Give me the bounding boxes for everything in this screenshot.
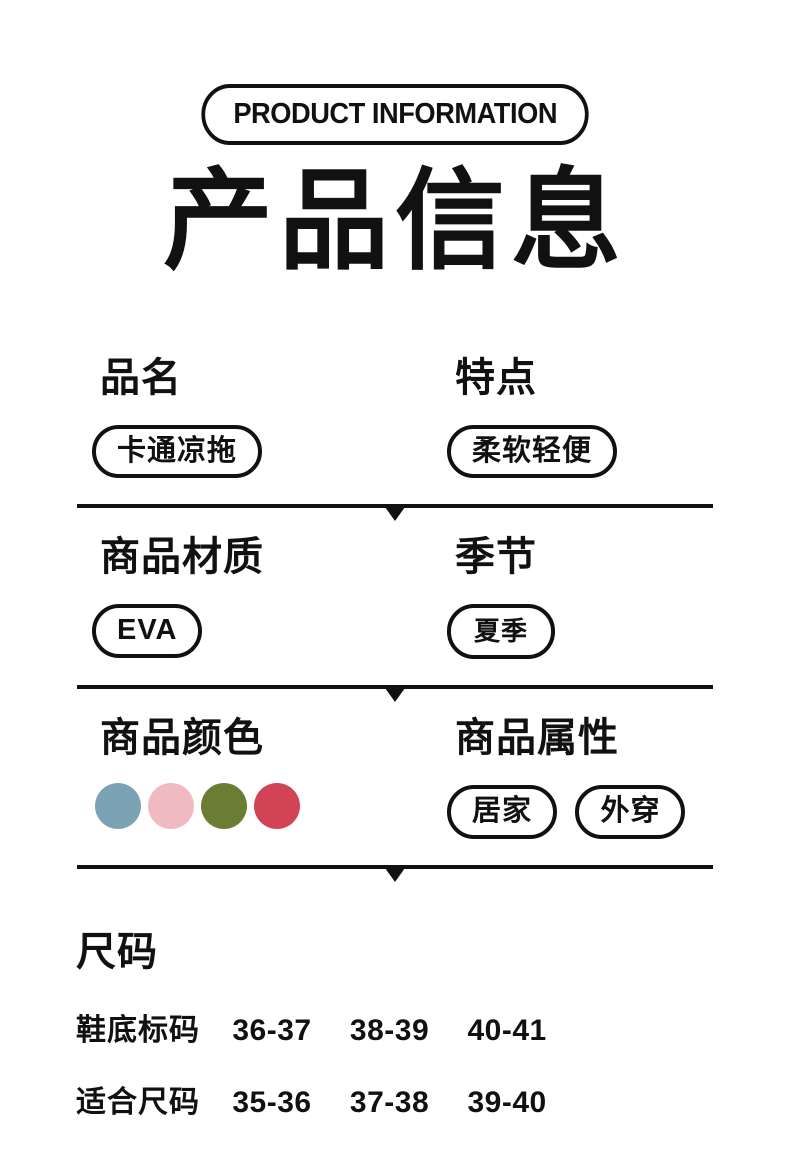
section-row-1: 品名 卡通凉拖 特点 柔软轻便	[0, 358, 790, 479]
size-value: 38-39	[349, 1013, 430, 1047]
attributes-heading: 商品属性	[455, 715, 619, 760]
section-row-2: 商品材质 EVA 季节 夏季	[0, 537, 790, 659]
size-section: 尺码 鞋底标码 36-37 38-39 40-41 适合尺码 35-36 37-…	[0, 919, 790, 1121]
section-product-name: 品名 卡通凉拖	[92, 355, 455, 479]
section-row-3: 商品颜色 商品属性 居家 外穿	[0, 718, 790, 839]
size-row-label: 鞋底标码	[76, 1013, 200, 1047]
size-row-sole: 鞋底标码 36-37 38-39 40-41	[76, 1005, 790, 1049]
page-title: 产品信息	[163, 160, 627, 283]
features-tags: 柔软轻便	[447, 424, 790, 479]
season-tags: 夏季	[447, 604, 790, 659]
product-name-heading: 品名	[100, 355, 182, 400]
section-material: 商品材质 EVA	[92, 535, 455, 659]
section-features: 特点 柔软轻便	[447, 355, 790, 479]
features-heading: 特点	[455, 355, 537, 400]
color-swatches	[95, 782, 455, 829]
size-value: 37-38	[349, 1085, 430, 1119]
size-value: 39-40	[467, 1085, 547, 1119]
color-swatch-olive	[201, 782, 247, 829]
size-row-label: 适合尺码	[76, 1085, 200, 1119]
size-value: 36-37	[232, 1013, 312, 1047]
attributes-tags: 居家 外穿	[447, 784, 790, 839]
attribute-pill-home: 居家	[447, 784, 558, 839]
arrow-down-icon	[385, 867, 405, 882]
section-divider	[77, 864, 713, 882]
product-name-tags: 卡通凉拖	[92, 424, 455, 479]
season-pill: 夏季	[447, 604, 556, 659]
size-value: 35-36	[232, 1085, 312, 1119]
features-pill: 柔软轻便	[447, 424, 618, 479]
size-heading: 尺码	[76, 929, 158, 974]
material-heading: 商品材质	[100, 535, 264, 580]
size-value: 40-41	[467, 1013, 547, 1047]
season-heading: 季节	[455, 535, 537, 580]
material-tags: EVA	[92, 604, 455, 659]
section-season: 季节 夏季	[447, 535, 790, 659]
color-swatch-blue	[95, 782, 141, 829]
section-divider	[77, 684, 713, 702]
color-swatch-pink	[148, 782, 194, 829]
arrow-down-icon	[385, 507, 405, 522]
section-colors: 商品颜色	[95, 715, 455, 829]
product-name-pill: 卡通凉拖	[92, 424, 263, 479]
section-attributes: 商品属性 居家 外穿	[447, 715, 790, 839]
size-row-fit: 适合尺码 35-36 37-38 39-40	[76, 1077, 790, 1121]
color-swatch-red	[254, 782, 300, 829]
section-divider	[77, 504, 713, 522]
attribute-pill-outdoor: 外穿	[575, 784, 686, 839]
material-pill: EVA	[92, 604, 203, 659]
colors-heading: 商品颜色	[100, 715, 264, 760]
badge-container: PRODUCT INFORMATION	[0, 0, 790, 145]
arrow-down-icon	[385, 687, 405, 702]
product-information-badge: PRODUCT INFORMATION	[201, 84, 589, 145]
